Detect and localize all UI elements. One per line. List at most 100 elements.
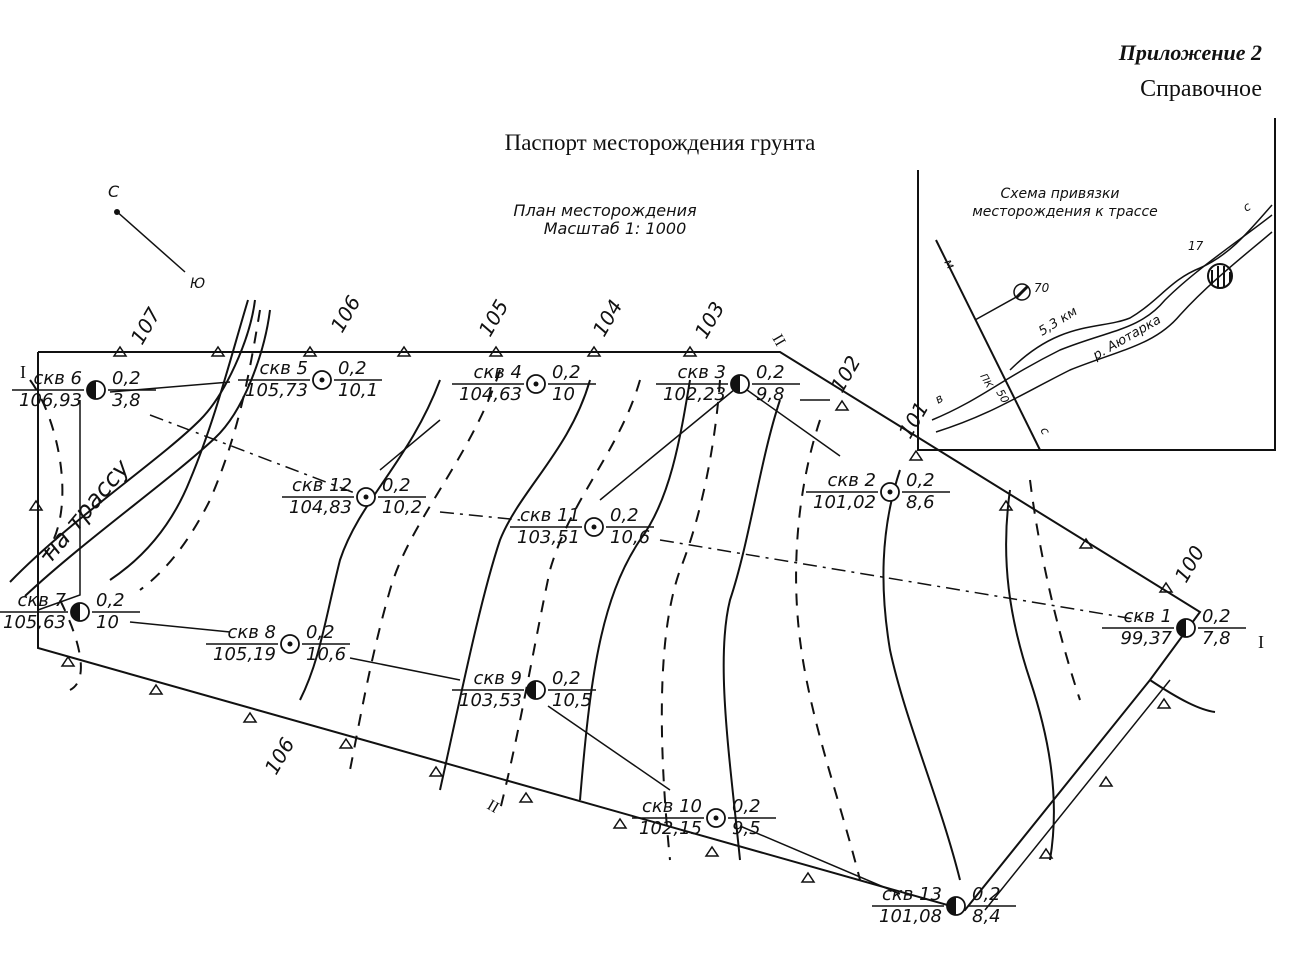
well-layer-bottom: 7,8 xyxy=(1202,628,1231,649)
contour-lines xyxy=(109,299,1216,881)
well-layer-bottom: 10 xyxy=(96,612,119,633)
well-name: скв 5 xyxy=(259,358,308,379)
section-link-11-1 xyxy=(659,539,1141,621)
inset-north-label: м xyxy=(941,257,958,272)
inset-branch xyxy=(974,294,1021,321)
well-name: скв 11 xyxy=(520,505,580,526)
well-name: скв 6 xyxy=(33,368,82,389)
well-layer-top: 0,2 xyxy=(112,368,141,389)
contour-label-101: 101 xyxy=(894,397,934,442)
well-layer-top: 0,2 xyxy=(1202,606,1231,627)
inset-marker-70-hatch xyxy=(1014,284,1030,300)
well-layer-top: 0,2 xyxy=(552,362,581,383)
boundary-polygon xyxy=(37,351,1202,912)
inset-marker-70 xyxy=(1013,283,1031,301)
well-layer-bottom: 8,6 xyxy=(906,492,935,513)
well-symbol-center xyxy=(713,815,719,821)
contour-label-107: 107 xyxy=(126,303,166,348)
inset-title-2: месторождения к трассе xyxy=(972,204,1158,220)
boundary-markers xyxy=(28,345,1174,883)
contour-label-103: 103 xyxy=(690,297,730,342)
well-symbol-center xyxy=(319,377,325,383)
well-layer-bottom: 8,4 xyxy=(972,906,1001,927)
section-link-12-4 xyxy=(379,419,441,471)
well-layer-top: 0,2 xyxy=(610,505,639,526)
well-layer-bottom: 10,6 xyxy=(306,644,346,665)
well-name: скв 2 xyxy=(827,470,876,491)
inset-west-label: в xyxy=(933,391,946,407)
contour-dashed-3 xyxy=(499,379,641,811)
well-layer-top: 0,2 xyxy=(906,470,935,491)
well-elevation: 105,63 xyxy=(3,612,66,633)
well-symbol-fill xyxy=(1177,619,1186,637)
contour-103 xyxy=(722,399,781,861)
inset-south-label: с xyxy=(1037,425,1053,438)
well-layer-top: 0,2 xyxy=(382,475,411,496)
page-title: Паспорт месторождения грунта xyxy=(505,130,816,155)
river-bank-1 xyxy=(931,214,1273,421)
well-elevation: 103,53 xyxy=(459,690,522,711)
section-lines xyxy=(109,381,1141,895)
section-link-7-8 xyxy=(129,621,231,633)
well-name: скв 7 xyxy=(17,590,66,611)
well-symbol-center xyxy=(287,641,293,647)
section-link-6-12 xyxy=(149,414,361,496)
well-layer-bottom: 9,5 xyxy=(732,818,761,839)
well-symbol-center xyxy=(363,494,369,500)
well-name: скв 9 xyxy=(473,668,522,689)
well-layer-bottom: 10,2 xyxy=(382,497,422,518)
appendix-label: Приложение 2 xyxy=(1118,40,1262,65)
contour-dashed-8 xyxy=(59,599,82,691)
well-elevation: 101,08 xyxy=(879,906,942,927)
inset-title-1: Схема привязки xyxy=(1000,186,1119,202)
well-name: скв 13 xyxy=(882,884,942,905)
inset-route xyxy=(935,239,1041,451)
contour-label-102: 102 xyxy=(826,351,866,396)
inset-deposit-17-hatch xyxy=(1211,266,1231,288)
contour-label-105: 105 xyxy=(474,295,514,340)
road-to-route: на трассу xyxy=(9,299,271,611)
well-layer-bottom: 3,8 xyxy=(112,390,141,411)
contour-label-100: 100 xyxy=(1170,541,1210,586)
well-layer-top: 0,2 xyxy=(306,622,335,643)
contour-102 xyxy=(882,469,961,881)
contour-label-106: 106 xyxy=(326,291,366,336)
well-elevation: 99,37 xyxy=(1120,628,1172,649)
well-symbol-fill xyxy=(87,381,96,399)
section-mark-2-top: II xyxy=(769,332,789,350)
well-11: скв 199,37 0,27,8 xyxy=(1102,606,1246,649)
well-elevation: 103,51 xyxy=(517,527,580,548)
well-elevation: 102,15 xyxy=(639,818,702,839)
contour-100 xyxy=(1149,679,1216,713)
contour-label-104: 104 xyxy=(588,295,628,340)
boundary-double-line xyxy=(984,679,1171,911)
well-elevation: 102,23 xyxy=(663,384,726,405)
well-layer-top: 0,2 xyxy=(732,796,761,817)
inset-marker-70-label: 70 xyxy=(1034,281,1050,295)
well-layer-bottom: 10,6 xyxy=(610,527,650,548)
contour-dashed-lines xyxy=(29,309,1081,881)
inset-km-label: 50 xyxy=(993,387,1011,406)
well-elevation: 101,02 xyxy=(813,492,876,513)
section-mark-2-bottom: II xyxy=(484,797,502,817)
well-symbol-center xyxy=(533,381,539,387)
contour-label-106-bottom: 106 xyxy=(260,733,300,778)
well-elevation: 104,63 xyxy=(459,384,522,405)
well-name: скв 1 xyxy=(1123,606,1172,627)
inset-deposit-17 xyxy=(1207,263,1233,289)
section-mark-right: I xyxy=(1258,632,1264,652)
well-elevation: 105,19 xyxy=(213,644,276,665)
well-elevation: 105,73 xyxy=(245,380,308,401)
road-in-inset xyxy=(1009,204,1273,371)
contour-dashed-6 xyxy=(1029,479,1081,701)
section-link-9-10 xyxy=(547,705,671,791)
plan-scale: Масштаб 1: 1000 xyxy=(544,219,687,238)
